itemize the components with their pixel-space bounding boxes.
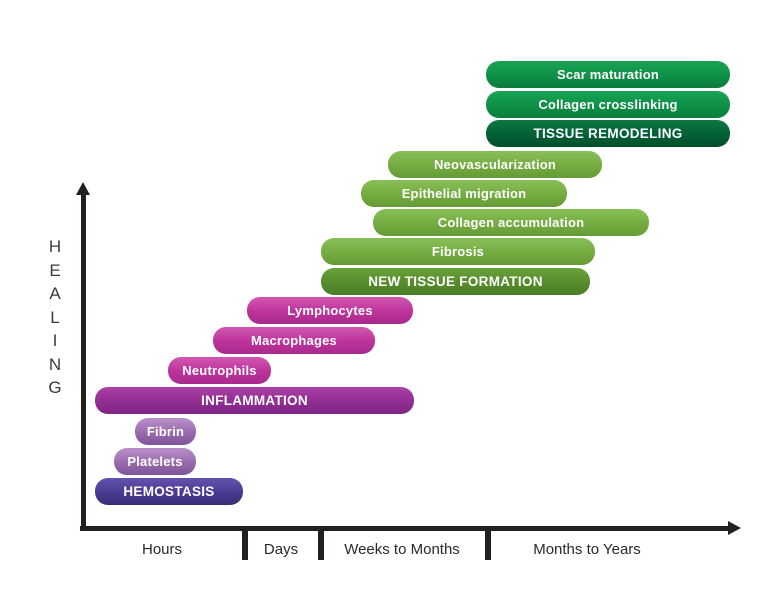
- bar-label-neovascularization: Neovascularization: [433, 157, 557, 172]
- bar-label-lymphocytes: Lymphocytes: [287, 303, 373, 318]
- x-axis-tick-2: [485, 527, 491, 560]
- bar-platelets: Platelets: [114, 448, 196, 475]
- bar-label-hemostasis: HEMOSTASIS: [123, 484, 215, 499]
- y-axis-letter: I: [52, 331, 58, 350]
- y-axis-letter: H: [48, 237, 62, 256]
- x-axis-label-months-to-years: Months to Years: [533, 541, 641, 558]
- y-axis-arrowhead-icon: [76, 182, 90, 195]
- bar-collagen-crosslinking: Collagen crosslinking: [486, 91, 730, 118]
- bar-label-tissue-remodeling: TISSUE REMODELING: [533, 126, 683, 141]
- bar-hemostasis: HEMOSTASIS: [95, 478, 243, 505]
- bar-fibrin: Fibrin: [135, 418, 196, 445]
- bar-macrophages: Macrophages: [213, 327, 375, 354]
- bar-new-tissue-formation: NEW TISSUE FORMATION: [321, 268, 590, 295]
- bar-label-fibrin: Fibrin: [146, 424, 185, 439]
- bar-label-collagen-accumulation: Collagen accumulation: [437, 215, 585, 230]
- bar-scar-maturation: Scar maturation: [486, 61, 730, 88]
- bar-label-fibrosis: Fibrosis: [431, 244, 485, 259]
- x-axis-label-weeks-to-months: Weeks to Months: [344, 541, 460, 558]
- y-axis-letter: E: [49, 260, 61, 280]
- x-axis-label-hours: Hours: [141, 541, 183, 558]
- bar-tissue-remodeling: TISSUE REMODELING: [486, 120, 730, 147]
- bar-collagen-accumulation: Collagen accumulation: [373, 209, 649, 236]
- bar-label-inflammation: INFLAMMATION: [201, 393, 308, 408]
- bar-label-epithelial-migration: Epithelial migration: [401, 186, 527, 201]
- y-axis-letter: A: [49, 284, 61, 303]
- bar-inflammation: INFLAMMATION: [95, 387, 414, 414]
- y-axis-letter: G: [48, 378, 62, 397]
- bar-neovascularization: Neovascularization: [388, 151, 602, 178]
- x-axis-line: [80, 526, 730, 531]
- y-axis-line: [81, 191, 86, 531]
- x-axis-label-days: Days: [263, 541, 299, 558]
- bar-lymphocytes: Lymphocytes: [247, 297, 413, 324]
- bar-label-platelets: Platelets: [127, 454, 183, 469]
- x-axis-tick-1: [318, 527, 324, 560]
- bar-label-scar-maturation: Scar maturation: [557, 67, 659, 82]
- bar-label-collagen-crosslinking: Collagen crosslinking: [538, 97, 678, 112]
- bar-fibrosis: Fibrosis: [321, 238, 595, 265]
- bar-epithelial-migration: Epithelial migration: [361, 180, 567, 207]
- bar-neutrophils: Neutrophils: [168, 357, 271, 384]
- bar-label-new-tissue-formation: NEW TISSUE FORMATION: [368, 274, 543, 289]
- y-axis-letter: L: [50, 307, 60, 327]
- x-axis-arrowhead-icon: [728, 521, 741, 535]
- y-axis-letter: N: [48, 354, 62, 374]
- bar-label-neutrophils: Neutrophils: [182, 363, 257, 378]
- bar-label-macrophages: Macrophages: [250, 333, 337, 348]
- x-axis-tick-0: [242, 527, 248, 560]
